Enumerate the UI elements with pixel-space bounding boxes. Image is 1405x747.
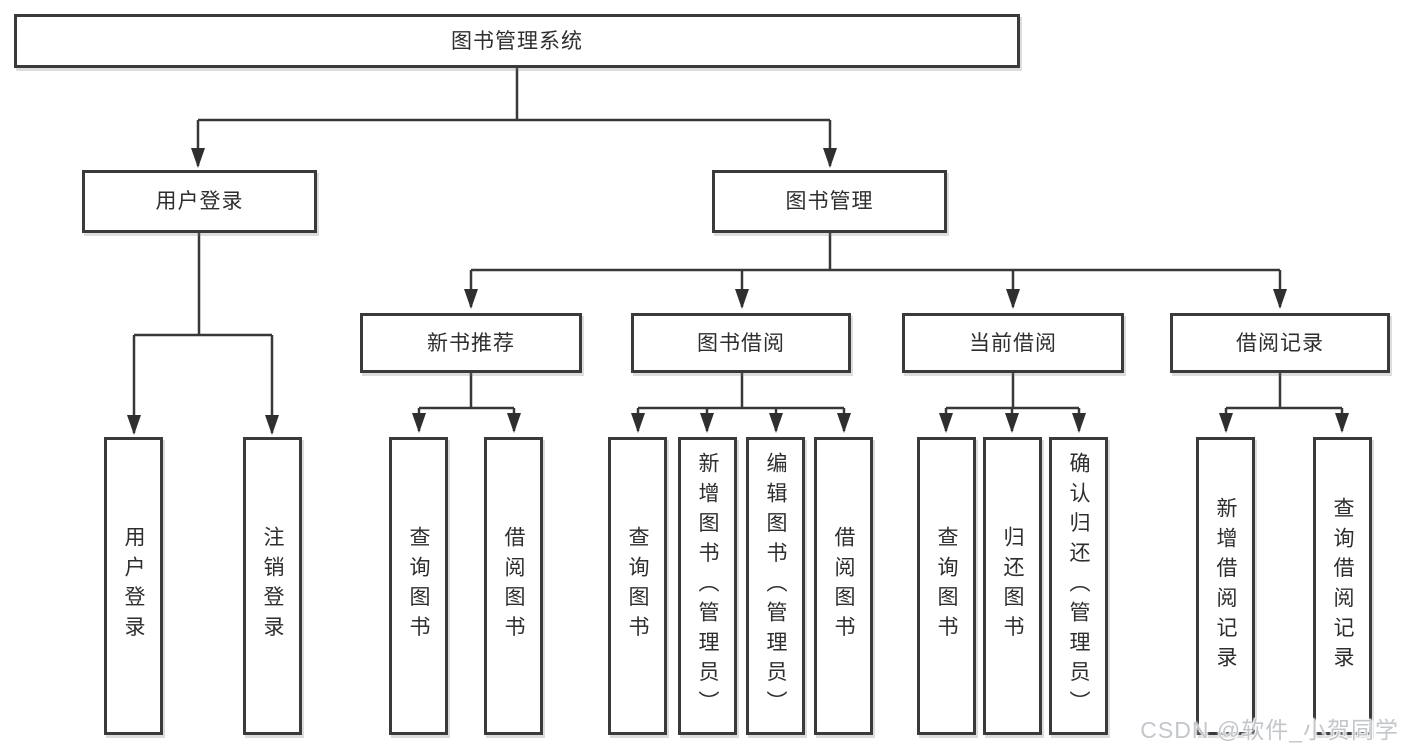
leaf-borrowing-add-books-admin: 新增图书（管理员） (678, 437, 737, 735)
leaf-recommend-borrow-books: 借阅图书 (484, 437, 543, 735)
leaf-recommend-query-books: 查询图书 (389, 437, 448, 735)
node-current-borrowing: 当前借阅 (902, 313, 1124, 373)
leaf-user-login: 用户登录 (104, 437, 163, 735)
csdn-watermark: CSDN @软件_小贺同学 (1140, 717, 1399, 743)
leaf-records-add-record: 新增借阅记录 (1196, 437, 1255, 735)
node-book-borrowing: 图书借阅 (631, 313, 851, 373)
node-book-management: 图书管理 (712, 170, 947, 233)
node-root: 图书管理系统 (14, 14, 1020, 68)
node-borrowing-records: 借阅记录 (1170, 313, 1390, 373)
leaf-current-query-books: 查询图书 (917, 437, 976, 735)
leaf-borrowing-query-books: 查询图书 (608, 437, 667, 735)
leaf-borrowing-borrow-books: 借阅图书 (814, 437, 873, 735)
leaf-logout-login: 注销登录 (243, 437, 302, 735)
node-new-book-recommend: 新书推荐 (360, 313, 582, 373)
leaf-borrowing-edit-books-admin: 编辑图书（管理员） (746, 437, 805, 735)
node-user-login: 用户登录 (82, 170, 317, 233)
leaf-records-query-record: 查询借阅记录 (1313, 437, 1372, 735)
leaf-current-confirm-return-admin: 确认归还（管理员） (1049, 437, 1108, 735)
leaf-current-return-books: 归还图书 (983, 437, 1042, 735)
